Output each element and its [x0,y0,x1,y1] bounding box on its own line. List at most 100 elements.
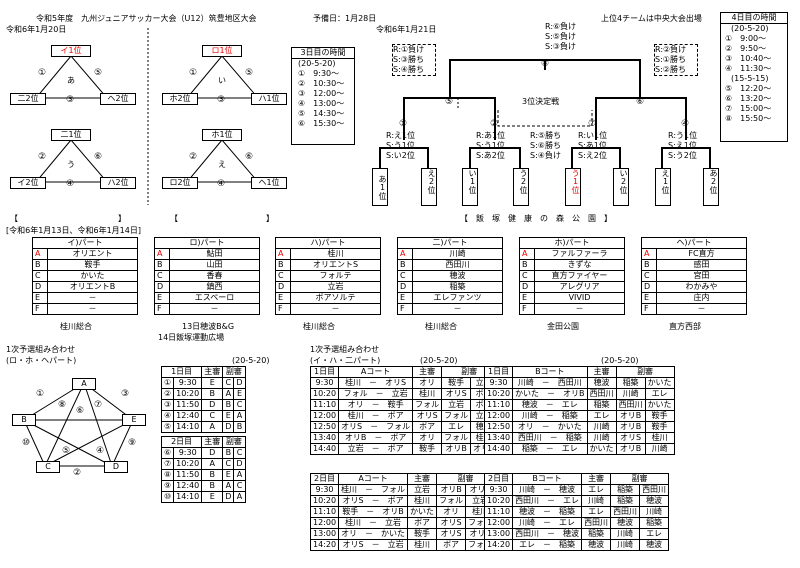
table-cell: かいた － オリB [512,388,588,400]
table-cell: E [201,377,224,389]
pentagon-node: C [36,461,60,473]
part-team: オリエント [47,248,138,260]
group-i-top: ロ1位 [202,45,242,57]
table-cell: 川崎 － 稲築 [512,410,588,422]
table-row: F－ [519,303,625,315]
table-cell: 12:50 [309,421,340,433]
part-slot: F [154,303,170,315]
table-cell: E [222,410,235,422]
table-cell: ④ [160,410,175,422]
semi-right-num: ⑥ [636,97,645,107]
table-cell: 川崎 [615,388,646,400]
table-header: Aコート [338,473,409,485]
part-team: ファルファーラ [534,248,625,260]
table-cell: 桂川 － 立岩 [338,517,409,529]
table-cell: 穂波 [610,517,641,529]
table-cell: 11:50 [173,399,203,411]
part-slot: B [641,259,657,271]
quarter-num: ② [490,119,499,129]
table-cell: ⑥ [160,447,175,459]
part-team: － [534,303,625,315]
slot-box: R:え1位 S:う1位 S:い2位 [386,131,415,161]
part-slot: D [154,281,170,293]
bracket-label-left2: 【 [170,214,178,223]
group-a-name: あ [67,76,75,85]
table-cell: 桂川 [644,432,675,444]
part-slot: C [519,270,535,282]
slot-line: S:④負け [530,151,561,160]
slot-box: R:あ1位 S:う1位 S:あ2位 [476,131,505,161]
part-slot: A [154,248,170,260]
table-header: 主審 [201,436,224,448]
page-title: 令和5年度 九州ジュニアサッカー大会（U12）筑豊地区大会 [36,14,257,23]
table-header: Bコート [512,366,588,378]
leaf-box: う1位 [565,168,581,206]
table-cell: 12:00 [309,410,340,422]
table-cell: 立岩 [407,484,438,496]
ihn-sub: (イ・ハ・二パート) [310,356,381,365]
table-cell: 鞍手 [441,377,472,389]
part-title: ホ)パート [519,237,625,249]
table-cell: 12:40 [173,480,203,492]
semi-left-num: ⑤ [445,97,454,107]
pentagon-title: 1次予選組み合わせ [6,345,76,354]
part-venue: 桂川総合 [425,322,457,331]
table-cell: 穂波 [581,539,612,551]
table-cell: C [233,399,246,411]
part-team: － [290,303,381,315]
table-cell: 川崎 － 穂波 [512,484,583,496]
day4-time-row: ① 9:00～ [725,34,767,43]
table-cell: 鞍手 [644,421,675,433]
part-team: アレグリア [534,281,625,293]
part-team: 稲築 [412,281,503,293]
table-cell: オリB [436,484,467,496]
part-slot: F [519,303,535,315]
pentagon-node: D [104,461,128,473]
table-cell: 14:20 [483,539,514,551]
table-header: 2日目 [483,473,514,485]
table-cell: 11:10 [483,506,514,518]
right-ref-line: R:②負け [655,45,687,54]
table-cell: D [233,458,246,470]
table-cell: 12:00 [483,410,514,422]
table-cell: 10:20 [483,495,514,507]
table-cell: 稲築 [639,517,670,529]
group-a-right: ヘ2位 [100,93,136,105]
table-cell: オリB [615,421,646,433]
part-slot: A [519,248,535,260]
table-cell: 9:30 [483,377,514,389]
table-cell: エレ [581,484,612,496]
part-team: FC直方 [656,248,747,260]
final-box-line: R:⑥負け [545,22,577,31]
part-venue: 13日穂波B&G [182,322,235,331]
table-row: F－ [154,303,260,315]
day3-time-row: ④ 13:00～ [298,99,345,108]
group-u-m3: ⑥ [94,152,103,162]
table-cell: B [201,480,224,492]
table-cell: オリS [436,528,467,540]
table-header: 副審 [222,366,246,378]
table-cell: オリS [441,388,472,400]
day2-date: 令和6年1月21日 [376,25,437,34]
table-row: E－ [32,292,138,304]
table-cell: 桂川 [407,539,438,551]
table-cell: 9:30 [483,484,514,496]
